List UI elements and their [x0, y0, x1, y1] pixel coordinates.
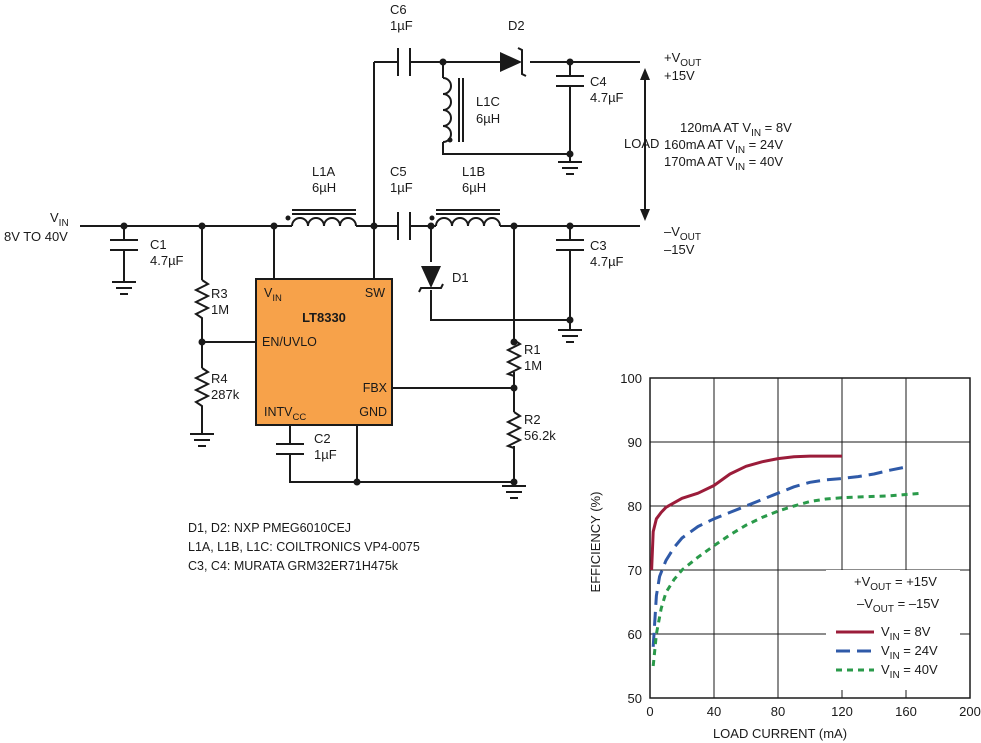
r4-value: 287k: [211, 387, 240, 402]
d1-ref: D1: [452, 270, 469, 285]
l1c-ref: L1C: [476, 94, 500, 109]
c3-value: 4.7µF: [590, 254, 624, 269]
ic-pin-en-uvlo: EN/UVLO: [262, 335, 317, 349]
note-inductors: L1A, L1B, L1C: COILTRONICS VP4-0075: [188, 540, 420, 554]
load-line-1: 120mA AT VIN = 8V: [680, 120, 792, 139]
y-tick-label: 70: [628, 563, 642, 578]
inductor-phase-dots: [285, 137, 453, 221]
vin-range: 8V TO 40V: [4, 229, 68, 244]
l1b-ref: L1B: [462, 164, 485, 179]
junction-dots: [120, 58, 574, 486]
r2-value: 56.2k: [524, 428, 556, 443]
chart-ylabel: EFFICIENCY (%): [588, 492, 603, 593]
plot-frame: [649, 377, 971, 699]
y-tick-label: 80: [628, 499, 642, 514]
r3-ref: R3: [211, 286, 228, 301]
c2-ref: C2: [314, 431, 331, 446]
load-arrow-up-icon: [640, 68, 650, 80]
c1-value: 4.7µF: [150, 253, 184, 268]
x-tick-label: 80: [771, 704, 785, 719]
inductor-symbols: [291, 77, 501, 227]
l1a-ref: L1A: [312, 164, 335, 179]
c5-ref: C5: [390, 164, 407, 179]
bom-notes: D1, D2: NXP PMEG6010CEJ L1A, L1B, L1C: C…: [188, 521, 420, 573]
note-diodes: D1, D2: NXP PMEG6010CEJ: [188, 521, 351, 535]
x-tick-label: 120: [831, 704, 853, 719]
d1-diode-icon: [418, 266, 444, 293]
annotation-vout-neg: –VOUT = –15V: [857, 596, 940, 615]
c4-ref: C4: [590, 74, 607, 89]
ic-name: LT8330: [302, 310, 346, 325]
c3-ref: C3: [590, 238, 607, 253]
note-capacitors: C3, C4: MURATA GRM32ER71H475k: [188, 559, 399, 573]
legend-label: VIN = 8V: [881, 624, 931, 643]
c4-value: 4.7µF: [590, 90, 624, 105]
l1b-value: 6µH: [462, 180, 486, 195]
annotation-vout-pos: +VOUT = +15V: [854, 574, 937, 593]
load-label: LOAD: [624, 136, 659, 151]
d2-diode-icon: [500, 47, 527, 77]
ic-pin-intvcc: INTVCC: [264, 405, 306, 423]
c5-value: 1µF: [390, 180, 413, 195]
r4-ref: R4: [211, 371, 228, 386]
ground-symbols: [112, 161, 582, 499]
r2-ref: R2: [524, 412, 541, 427]
vout-pos-value: +15V: [664, 68, 695, 83]
legend-label: VIN = 24V: [881, 643, 938, 662]
resistor-symbols: [193, 279, 523, 449]
c6-value: 1µF: [390, 18, 413, 33]
chart-grid: [649, 377, 971, 699]
l1a-value: 6µH: [312, 180, 336, 195]
y-tick-label: 50: [628, 691, 642, 706]
vout-neg-value: –15V: [664, 242, 695, 257]
r1-ref: R1: [524, 342, 541, 357]
r3-value: 1M: [211, 302, 229, 317]
c2-value: 1µF: [314, 447, 337, 462]
series-line-24v: [651, 465, 907, 647]
ic-pin-sw: SW: [365, 286, 385, 300]
y-tick-label: 90: [628, 435, 642, 450]
r1-value: 1M: [524, 358, 542, 373]
component-labels: VIN 8V TO 40V C1 4.7µF R3 1M R4 287k L1A…: [4, 2, 624, 462]
efficiency-chart: 0 40 80 120 160 200 50 60 70 80 90 100 LOAD CURRENT…: [588, 371, 981, 741]
y-tick-label: 60: [628, 627, 642, 642]
ic-pin-vin: VIN: [264, 286, 282, 304]
chart-ticks: 0 40 80 120 160 200 50 60 70 80 90 100: [620, 371, 981, 719]
y-tick-label: 100: [620, 371, 642, 386]
chart-series: [650, 454, 923, 667]
chart-xlabel: LOAD CURRENT (mA): [713, 726, 847, 741]
c1-ref: C1: [150, 237, 167, 252]
x-tick-label: 200: [959, 704, 981, 719]
x-tick-label: 0: [646, 704, 653, 719]
vout-pos-label: +VOUT: [664, 50, 701, 69]
vout-neg-label: –VOUT: [664, 224, 701, 243]
load-line-3: 170mA AT VIN = 40V: [664, 154, 783, 173]
series-line-8v: [650, 454, 842, 571]
l1c-value: 6µH: [476, 111, 500, 126]
capacitor-symbols: [110, 48, 584, 455]
series-line-40v: [651, 491, 923, 667]
d2-ref: D2: [508, 18, 525, 33]
load-line-2: 160mA AT VIN = 24V: [664, 137, 783, 156]
x-tick-label: 160: [895, 704, 917, 719]
c6-ref: C6: [390, 2, 407, 17]
legend-label: VIN = 40V: [881, 662, 938, 681]
load-arrow-down-icon: [640, 209, 650, 221]
ic-pin-gnd: GND: [359, 405, 387, 419]
output-labels: +VOUT +15V LOAD –VOUT –15V 120mA AT VIN …: [624, 50, 792, 257]
x-tick-label: 40: [707, 704, 721, 719]
vin-label: VIN: [50, 210, 69, 229]
ic-pin-fbx: FBX: [363, 381, 388, 395]
ic-body: [255, 278, 393, 426]
